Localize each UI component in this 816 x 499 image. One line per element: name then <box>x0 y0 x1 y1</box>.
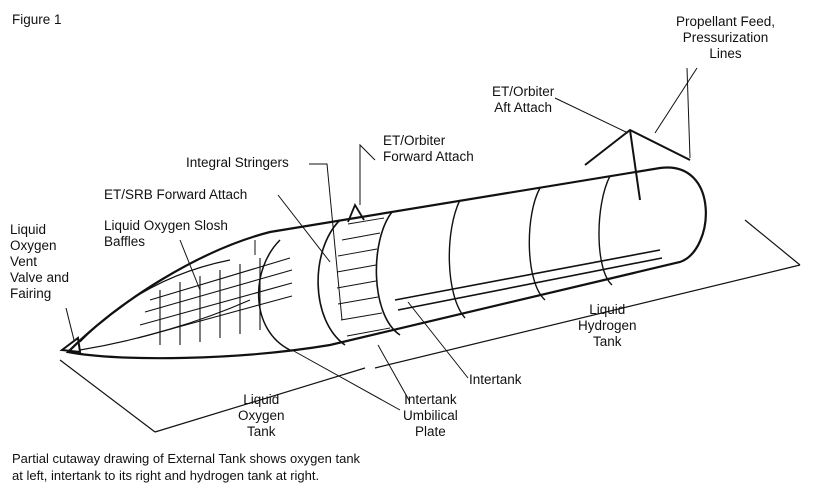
label-lox-slosh-baffles: Liquid Oxygen Slosh Baffles <box>104 218 228 249</box>
aft-attach-strut <box>629 129 641 201</box>
lh2-seam <box>598 175 613 286</box>
label-liquid-oxygen-tank: Liquid Oxygen Tank <box>238 392 285 439</box>
figure-caption: Partial cutaway drawing of External Tank… <box>12 451 361 483</box>
intertank-seam-aft <box>375 211 401 336</box>
intertank-seam-fwd <box>317 219 346 346</box>
nose-curve <box>79 259 231 343</box>
slosh-baffle-grid <box>137 257 293 345</box>
intertank-stringers <box>336 217 391 337</box>
label-intertank: Intertank <box>469 372 522 387</box>
label-et-srb-forward-attach: ET/SRB Forward Attach <box>104 187 248 202</box>
label-et-orbiter-aft-attach: ET/Orbiter Aft Attach <box>492 84 555 115</box>
nose-tip <box>59 336 82 354</box>
feed-line <box>394 249 661 301</box>
lh2-seam <box>448 199 466 319</box>
nose-curve <box>79 299 251 351</box>
label-et-orbiter-forward-attach: ET/Orbiter Forward Attach <box>383 133 474 164</box>
feed-line <box>397 257 663 311</box>
label-liquid-hydrogen-tank: Liquid Hydrogen Tank <box>578 302 637 349</box>
lh2-dimension-tick <box>744 219 801 266</box>
forward-attach-bipod <box>347 203 365 223</box>
aft-attach-strut <box>584 128 691 166</box>
lox-dome-seam <box>257 239 291 351</box>
lox-dimension-tick <box>59 359 156 433</box>
lh2-seam <box>528 187 546 301</box>
leader-lines <box>65 67 698 411</box>
label-propellant-feed: Propellant Feed, Pressurization Lines <box>676 14 776 61</box>
label-integral-stringers: Integral Stringers <box>186 155 289 170</box>
label-lox-vent-valve: Liquid Oxygen Vent Valve and Fairing <box>10 222 70 301</box>
label-intertank-umbilical-plate: Intertank Umbilical Plate <box>403 392 458 439</box>
tank-outline <box>65 166 707 360</box>
lh2-dimension-line <box>374 264 801 369</box>
figure-label: Figure 1 <box>12 12 62 27</box>
lox-dimension-line <box>154 367 366 433</box>
